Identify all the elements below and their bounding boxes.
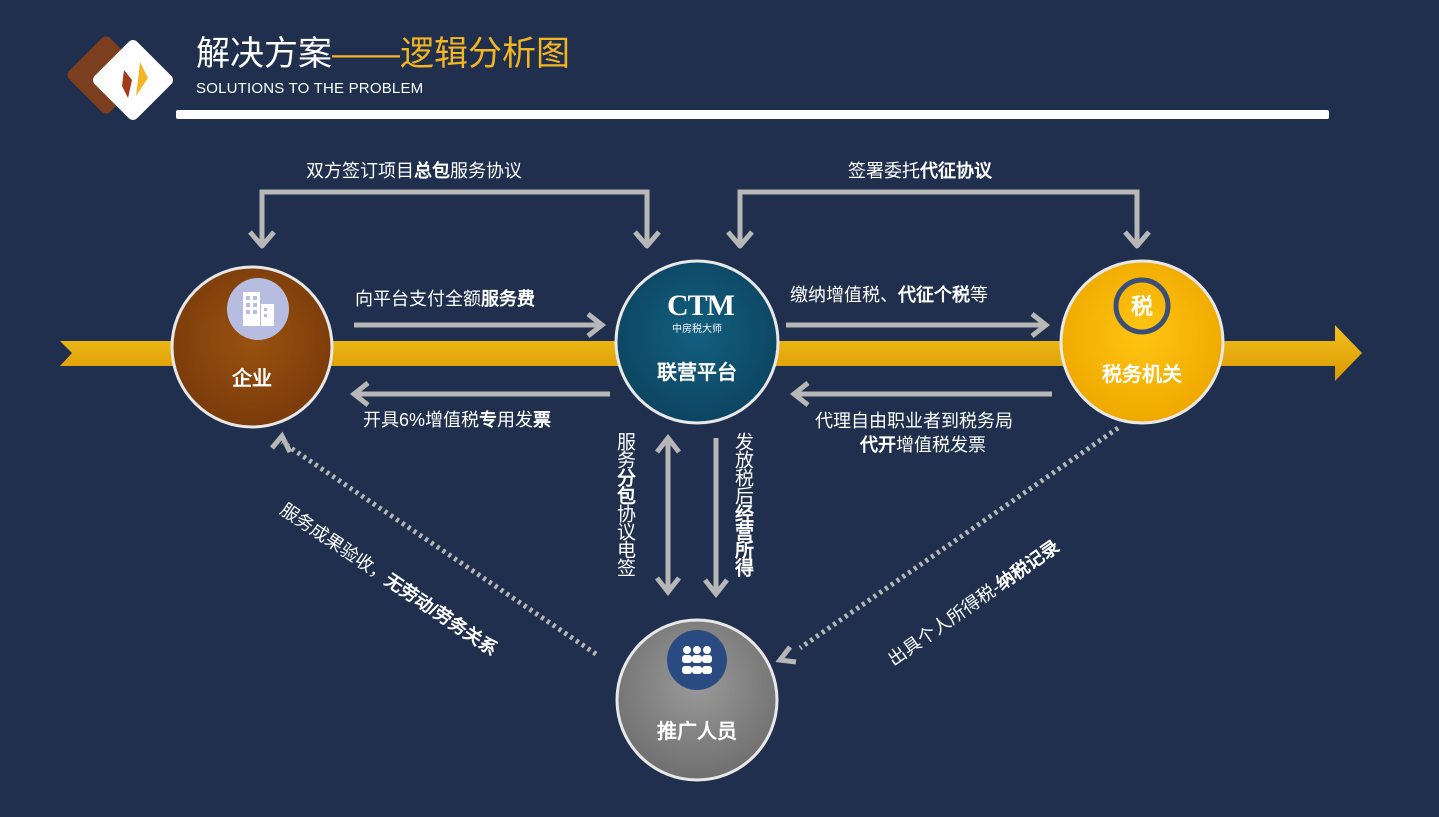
label-sub-contract: 服务分包协议电签 (614, 432, 635, 576)
page-subtitle: SOLUTIONS TO THE PROBLEM (196, 80, 424, 97)
label-pay-tax: 缴纳增值税、代征个税等 (790, 285, 988, 305)
node-platform (614, 259, 780, 425)
bracket-arrow-delegation (726, 189, 1151, 249)
label-agent-line2: 代开增值税发票 (860, 435, 986, 455)
node-enterprise-label: 企业 (232, 368, 272, 390)
header-divider (176, 110, 1329, 119)
arrow-pay-fee (354, 312, 607, 338)
bracket-arrow-contract (248, 189, 661, 249)
tax-seal-icon: 税 (1130, 294, 1153, 319)
label-payout: 发放税后经营所得 (732, 432, 753, 576)
dotted-tax-record-arrowhead (775, 645, 797, 665)
ctm-logo-subtext: 中房税大师 (672, 324, 722, 335)
ctm-logo: CTM (667, 289, 735, 322)
building-icon (243, 292, 274, 326)
label-delegation: 签署委托代征协议 (848, 161, 992, 181)
node-platform-label: 联营平台 (657, 362, 737, 384)
arrow-issue-invoice (349, 381, 610, 407)
label-issue-invoice: 开具6%增值税专用发票 (363, 410, 552, 430)
dotted-tax-record-line (798, 425, 1120, 651)
label-agent-line1: 代理自由职业者到税务局 (815, 411, 1013, 431)
node-promoter (615, 618, 779, 782)
node-enterprise (170, 265, 334, 429)
node-tax (1059, 259, 1225, 425)
arrow-agent-invoice (789, 381, 1052, 407)
arrow-payout (703, 438, 729, 599)
arrow-sub-contract (655, 433, 681, 597)
people-group-icon (682, 646, 712, 674)
dotted-acceptance-line (280, 439, 598, 657)
node-tax-label: 税务机关 (1102, 364, 1182, 386)
node-promoter-label: 推广人员 (657, 721, 737, 743)
dotted-acceptance-arrowhead (270, 431, 293, 454)
page-title: 解决方案——逻辑分析图 (196, 35, 570, 73)
label-pay-fee: 向平台支付全额服务费 (355, 289, 535, 309)
label-contract: 双方签订项目总包服务协议 (306, 161, 522, 181)
arrow-pay-tax (786, 312, 1051, 338)
diamond-logo-icon (67, 36, 173, 120)
